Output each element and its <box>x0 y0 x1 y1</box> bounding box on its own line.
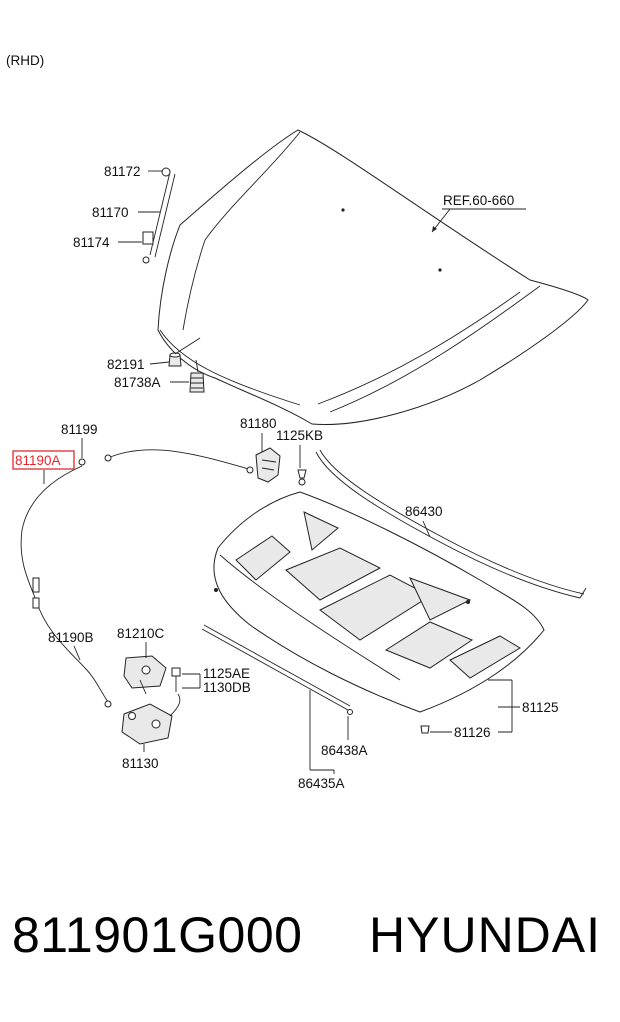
label-81126: 81126 <box>454 725 491 740</box>
label-81130: 81130 <box>122 756 159 771</box>
bumper-81738a <box>189 372 205 393</box>
weatherstrip <box>315 449 587 599</box>
footer: 811901G000 HYUNDAI <box>0 906 620 976</box>
label-81199: 81199 <box>61 422 98 437</box>
label-81172: 81172 <box>104 164 141 179</box>
label-81210c: 81210C <box>117 626 165 641</box>
label-81190a: 81190A <box>15 453 61 468</box>
release-cable <box>20 449 254 708</box>
label-1125ae: 1125AE <box>203 666 250 681</box>
reference-label: REF.60-660 <box>443 193 514 208</box>
bumper-stop-82191 <box>168 352 182 367</box>
brand-name: HYUNDAI <box>369 907 602 963</box>
label-1125kb: 1125KB <box>276 428 323 443</box>
label-86435a: 86435A <box>298 776 345 791</box>
latch-bracket-81210c <box>123 655 167 695</box>
highlight-81190a: 81190A <box>12 450 75 470</box>
part-number: 811901G000 <box>12 907 303 963</box>
hood-latch-81130 <box>121 693 181 745</box>
label-81174: 81174 <box>73 235 110 250</box>
label-81738a: 81738A <box>114 375 161 390</box>
label-81190b: 81190B <box>48 630 94 645</box>
label-86438a: 86438A <box>321 743 368 758</box>
label-81170: 81170 <box>92 205 129 220</box>
label-1130db: 1130DB <box>203 680 251 695</box>
highlight-box <box>12 450 75 470</box>
label-81125: 81125 <box>522 700 559 715</box>
variant-label: (RHD) <box>6 53 44 68</box>
label-86430: 86430 <box>405 504 443 519</box>
bolt-1125ae <box>171 667 181 692</box>
hood-panel <box>157 129 589 425</box>
hood-insulator <box>213 491 545 713</box>
hood-stay <box>142 167 176 264</box>
clip-81126 <box>420 725 430 734</box>
seal-strip <box>201 624 353 715</box>
release-lever <box>255 447 307 486</box>
label-82191: 82191 <box>107 357 145 372</box>
label-81180: 81180 <box>240 416 277 431</box>
